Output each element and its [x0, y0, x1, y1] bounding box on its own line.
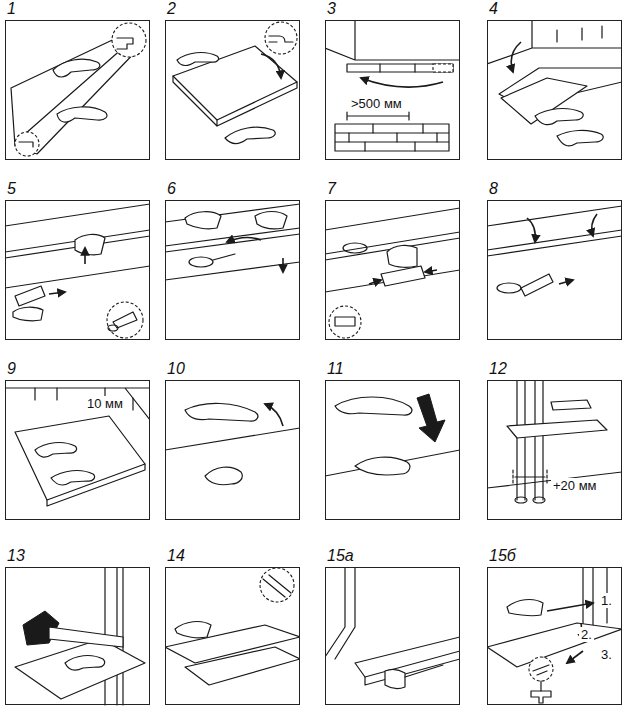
step-7-sketch	[325, 208, 460, 338]
dimension-label: 3.	[599, 647, 614, 662]
step-panel: 12+20 мм	[487, 380, 622, 520]
step-panel: 910 мм	[5, 380, 150, 520]
step-number: 15б	[489, 547, 516, 565]
step-panel: 13	[5, 567, 150, 705]
step-number: 6	[167, 180, 176, 198]
step-panel: 3>500 мм	[325, 20, 460, 160]
step-number: 13	[7, 547, 25, 565]
step-number: 14	[167, 547, 185, 565]
step-panel: 7	[325, 200, 460, 340]
step-13-sketch	[15, 567, 145, 705]
step-3-sketch	[325, 20, 460, 151]
step-15a-sketch	[325, 567, 460, 689]
step-number: 5	[7, 180, 16, 198]
step-number: 1	[7, 0, 16, 18]
dimension-label: 1.	[599, 593, 614, 608]
step-10-sketch	[165, 403, 300, 484]
step-number: 10	[167, 360, 185, 378]
step-number: 3	[327, 0, 336, 18]
dimension-label: >500 мм	[349, 96, 404, 111]
step-number: 7	[327, 180, 336, 198]
step-11-sketch	[325, 394, 460, 476]
step-15b-sketch	[487, 567, 622, 703]
step-number: 8	[489, 180, 498, 198]
step-number: 2	[167, 0, 176, 18]
step-panel: 8	[487, 200, 622, 340]
step-14-sketch	[165, 568, 300, 685]
step-panel: 15а	[325, 567, 460, 705]
dimension-label: +20 мм	[551, 478, 599, 493]
step-panel: 10	[165, 380, 300, 520]
step-5-sketch	[5, 204, 150, 338]
step-9-sketch	[5, 388, 150, 506]
step-panel: 5	[5, 200, 150, 340]
dimension-label: 2.	[579, 627, 594, 642]
step-1-sketch	[11, 23, 146, 156]
step-number: 9	[7, 360, 16, 378]
step-panel: 6	[165, 200, 300, 340]
step-6-sketch	[165, 204, 300, 280]
step-panel: 2	[165, 20, 300, 160]
step-panel: 4	[487, 20, 622, 160]
step-panel: 11	[325, 380, 460, 520]
step-2-sketch	[173, 22, 297, 143]
step-number: 4	[489, 0, 498, 18]
step-panel: 1	[5, 20, 150, 160]
step-panel: 15б1.2.3.	[487, 567, 622, 705]
step-number: 11	[327, 360, 344, 378]
step-12-sketch	[487, 380, 622, 503]
step-number: 12	[489, 360, 507, 378]
dimension-label: 10 мм	[85, 396, 125, 411]
step-panel: 14	[165, 567, 300, 705]
step-4-sketch	[487, 20, 622, 146]
step-number: 15а	[327, 547, 354, 565]
step-8-sketch	[487, 206, 622, 296]
